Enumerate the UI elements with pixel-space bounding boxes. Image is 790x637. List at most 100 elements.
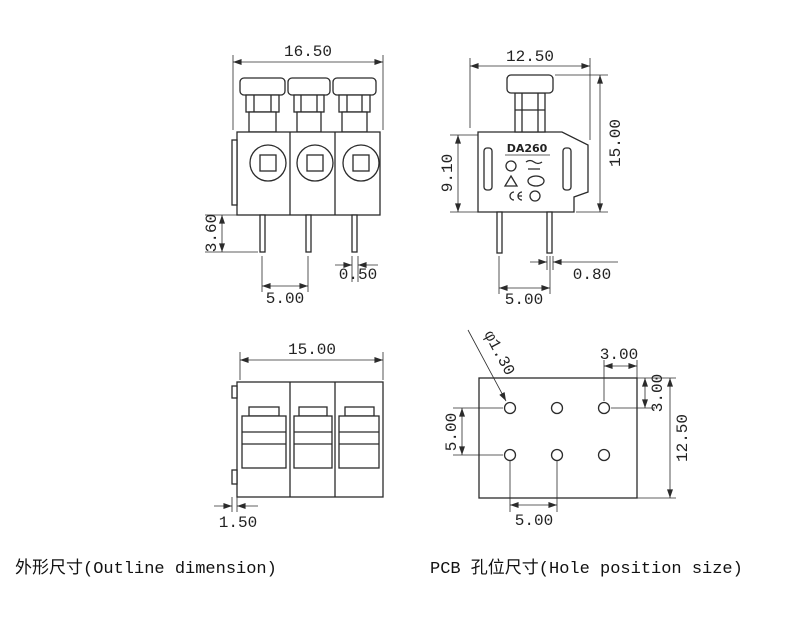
pin-length-label: 3.60 [203, 214, 221, 252]
hole-pitch-label: 5.00 [515, 512, 553, 530]
lever-1-ribs [253, 95, 272, 112]
pcb-outline [478, 377, 638, 499]
edge-x-extension-lines [603, 360, 638, 401]
ru-mark-icon [525, 159, 543, 170]
outline-height-label: 12.50 [674, 414, 692, 462]
cqc-mark-icon [527, 175, 545, 187]
ce-mark-icon [509, 191, 523, 201]
pin-pitch-extension-lines [261, 256, 309, 292]
side-offset-extension-lines [231, 497, 238, 512]
wire-entry-3-square [352, 154, 370, 172]
pcb-hole-4 [503, 448, 517, 462]
pcb-hole-6 [597, 448, 611, 462]
lever-2-ribs [300, 95, 318, 112]
ul-mark-icon [505, 160, 517, 172]
lever-1-cap [239, 77, 286, 96]
top-lever-1 [241, 406, 287, 469]
pin-thickness-extension-lines [546, 256, 554, 270]
wire-entry-1 [249, 144, 287, 182]
total-height-label: 15.00 [607, 119, 625, 167]
top-lever-2 [293, 406, 333, 469]
top-lever-3-slot [339, 431, 379, 445]
pcb-hole-5 [550, 448, 564, 462]
side-slot-left [483, 147, 493, 191]
edge-x-label: 3.00 [600, 346, 638, 364]
top-view: 15.00 1.50 [214, 341, 384, 532]
front-view: 16.50 3 [203, 43, 384, 308]
lever-1-block [245, 94, 280, 113]
wire-entry-3 [342, 144, 380, 182]
pin-thickness-label: 0.80 [573, 266, 611, 284]
side-lever-stem [514, 92, 546, 133]
wire-entry-1-square [259, 154, 277, 172]
top-length-extension-lines [239, 352, 384, 380]
lever-3 [332, 77, 377, 133]
body-height-label: 9.10 [439, 154, 457, 192]
pin-spacing-label: 5.00 [505, 291, 543, 309]
front-pin-1 [259, 214, 266, 253]
pin-pitch-label: 5.00 [266, 290, 304, 308]
model-marking: DA260 [507, 142, 548, 155]
side-lever-cap [506, 74, 554, 94]
wire-entry-2 [296, 144, 334, 182]
side-depth-extension-lines [469, 58, 591, 140]
hole-caption: PCB 孔位尺寸(Hole position size) [430, 558, 743, 579]
hole-diameter-leader [467, 329, 507, 402]
body-height-extension-lines [450, 134, 478, 213]
top-lever-3 [338, 406, 380, 469]
side-depth-label: 12.50 [506, 48, 554, 66]
side-offset-label: 1.50 [219, 514, 257, 532]
top-lever-2-body [293, 415, 333, 469]
side-view: 12.50 DA260 9.10 15.00 0.80 5.00 [439, 48, 625, 309]
top-lever-2-slot [294, 431, 332, 445]
pcb-hole-1 [503, 401, 517, 415]
front-width-extension-lines [232, 55, 384, 130]
side-slot-right [562, 147, 572, 191]
hole-pitch-extension-lines [509, 461, 558, 512]
hole-position-view: φ1.30 5.00 3.00 3.00 12.50 5.00 [443, 328, 692, 530]
hole-diameter-label: φ1.30 [480, 328, 518, 379]
lever-3-neck [341, 111, 368, 133]
front-pin-3 [351, 214, 358, 253]
side-pin-left [496, 211, 503, 254]
lever-2-neck [296, 111, 322, 133]
front-dividers [289, 132, 336, 215]
lever-2-cap [287, 77, 331, 96]
lever-3-block [338, 94, 371, 113]
front-pin-2 [305, 214, 312, 253]
pin-length-extension-lines [205, 214, 258, 253]
edge-y-label: 3.00 [649, 374, 667, 412]
wire-entry-2-square [306, 154, 324, 172]
tuv-mark-icon [529, 190, 541, 202]
lever-3-ribs [346, 95, 363, 112]
top-side-rib-upper [231, 385, 238, 399]
top-lever-1-slot [242, 431, 286, 445]
top-length-label: 15.00 [288, 341, 336, 359]
outline-caption: 外形尺寸(Outline dimension) [15, 558, 277, 579]
top-dividers [289, 382, 336, 497]
side-lever-ribs [515, 93, 545, 132]
front-side-rib [231, 139, 238, 206]
lever-1 [239, 77, 286, 133]
top-side-rib-lower [231, 469, 238, 485]
triangle-mark-icon [503, 174, 519, 187]
pin-width-label: 0.50 [339, 266, 377, 284]
side-body [477, 131, 589, 213]
pcb-hole-2 [550, 401, 564, 415]
row-spacing-label: 5.00 [443, 413, 461, 451]
top-lever-3-body [338, 415, 380, 469]
lever-3-cap [332, 77, 377, 96]
pin-width-extension-lines [351, 256, 359, 282]
side-lever [506, 74, 554, 133]
top-lever-1-lip [248, 406, 280, 417]
pcb-hole-3 [597, 401, 611, 415]
side-pin-right [546, 211, 553, 254]
top-lever-3-lip [344, 406, 375, 417]
front-width-label: 16.50 [284, 43, 332, 61]
top-lever-1-body [241, 415, 287, 469]
lever-1-neck [248, 111, 277, 133]
front-body [236, 131, 381, 216]
lever-2-block [293, 94, 325, 113]
lever-2 [287, 77, 331, 133]
